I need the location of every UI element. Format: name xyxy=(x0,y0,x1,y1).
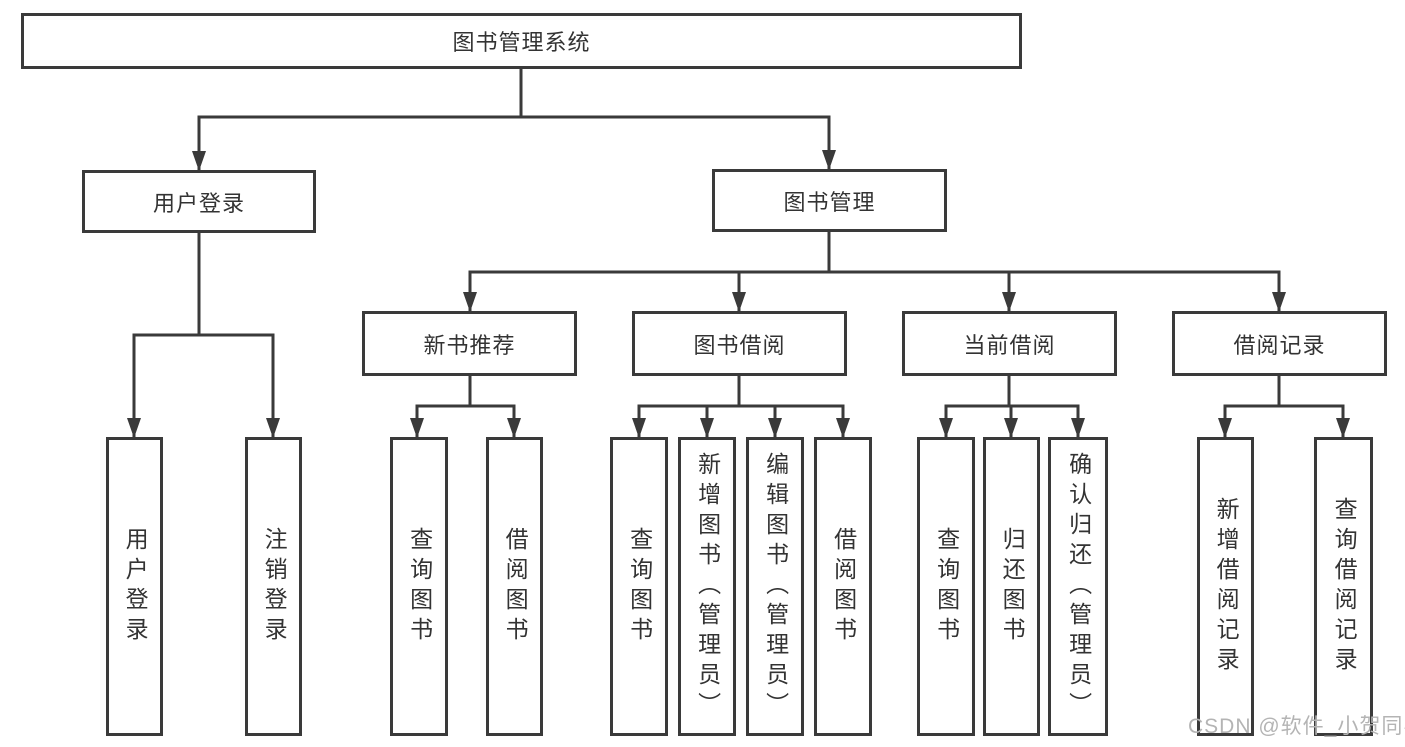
csdn-watermark: CSDN @软件_小贺同学 xyxy=(1188,715,1405,738)
leaf-query-books-current: 查询图书 xyxy=(917,437,975,736)
leaf-edit-books-admin: 编辑图书（管理员） xyxy=(746,437,804,736)
node-borrowing-records: 借阅记录 xyxy=(1172,311,1387,376)
leaf-borrow-books: 借阅图书 xyxy=(814,437,872,736)
leaf-logout: 注销登录 xyxy=(245,437,302,736)
node-book-management-module: 图书管理 xyxy=(712,169,947,232)
node-book-borrowing: 图书借阅 xyxy=(632,311,847,376)
leaf-add-borrow-record: 新增借阅记录 xyxy=(1197,437,1254,736)
leaf-return-books: 归还图书 xyxy=(983,437,1040,736)
leaf-query-borrow-record: 查询借阅记录 xyxy=(1314,437,1373,736)
leaf-confirm-return-admin: 确认归还（管理员） xyxy=(1048,437,1108,736)
leaf-query-books-borrow: 查询图书 xyxy=(610,437,668,736)
node-user-login-module: 用户登录 xyxy=(82,170,316,233)
leaf-add-books-admin: 新增图书（管理员） xyxy=(678,437,736,736)
leaf-borrow-books-recommend: 借阅图书 xyxy=(486,437,543,736)
node-library-system: 图书管理系统 xyxy=(21,13,1022,69)
leaf-user-login: 用户登录 xyxy=(106,437,163,736)
leaf-query-books-recommend: 查询图书 xyxy=(390,437,448,736)
node-current-borrowing: 当前借阅 xyxy=(902,311,1117,376)
node-new-book-recommend: 新书推荐 xyxy=(362,311,577,376)
